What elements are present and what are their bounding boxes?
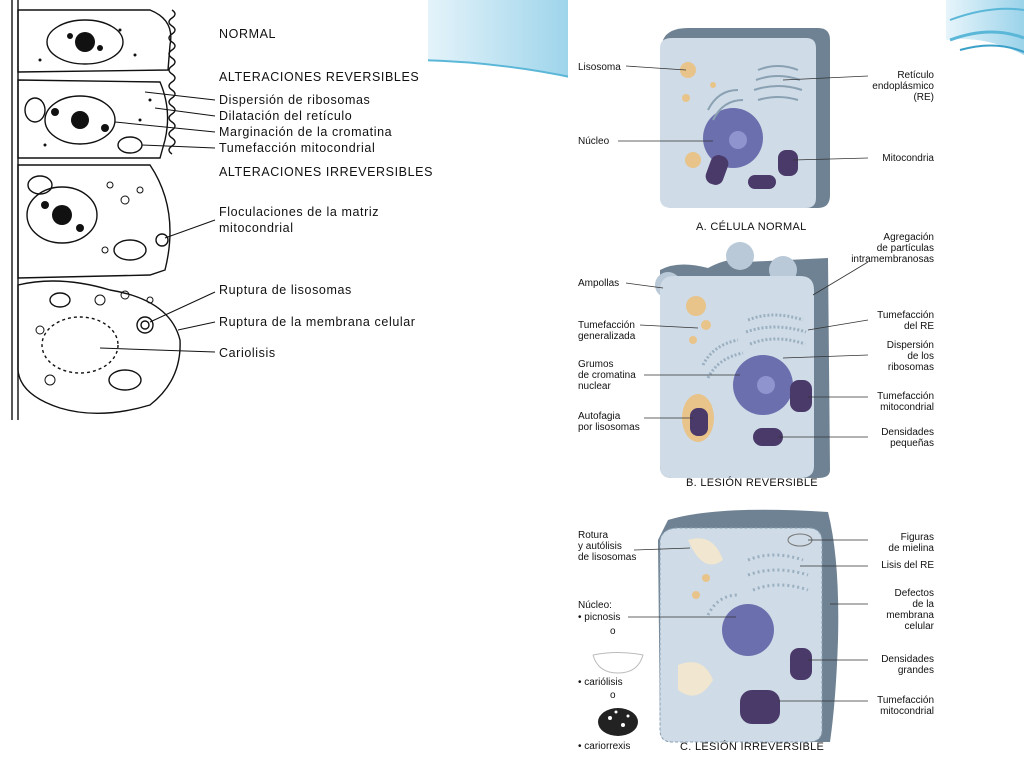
label-or-2: o — [610, 690, 616, 701]
label-mito-swelling-c-1: Tumefacción — [877, 695, 934, 706]
cell-reversible — [655, 242, 830, 478]
label-membrane-rupture: Ruptura de la membrana celular — [219, 315, 416, 329]
label-autophagy-1: Autofagia — [578, 411, 621, 422]
label-mitochondria: Mitocondria — [882, 153, 934, 164]
label-blebs: Ampollas — [578, 278, 620, 289]
label-aggregation-3: intramembranosas — [851, 254, 934, 265]
header-normal: NORMAL — [219, 27, 277, 41]
label-membrane-defects-2: de la — [912, 599, 934, 610]
label-aggregation-2: de partículas — [876, 243, 934, 254]
caption-irreversible-injury: C. LESIÓN IRREVERSIBLE — [680, 741, 825, 753]
decor-ribbon-left — [420, 0, 575, 78]
label-er-3: (RE) — [913, 92, 934, 103]
right-diagram-panel: Lisosoma Núcleo Retículo endoplásmico (R… — [568, 0, 946, 768]
cell-irreversible — [592, 509, 839, 743]
label-mito-swelling-b-2: mitocondrial — [880, 402, 934, 413]
label-karyolysis-c: • cariólisis — [578, 677, 623, 688]
label-nucleus: Núcleo — [578, 136, 610, 147]
label-mito-swelling-c-2: mitocondrial — [880, 706, 934, 717]
label-myelin-1: Figuras — [900, 532, 934, 543]
label-myelin-2: de mielina — [888, 543, 934, 554]
label-small-densities-2: pequeñas — [890, 438, 934, 449]
label-aggregation-1: Agregación — [883, 232, 934, 243]
label-lysosome-rupture: Ruptura de lisosomas — [219, 283, 352, 297]
label-or-1: o — [610, 626, 616, 637]
right-cell-drawing — [592, 28, 869, 743]
caption-reversible-injury: B. LESIÓN REVERSIBLE — [686, 477, 818, 489]
label-chromatin-clumps-3: nuclear — [578, 381, 611, 392]
label-er-lysis: Lisis del RE — [881, 560, 934, 571]
cell-normal — [660, 28, 830, 208]
header-reversible: ALTERACIONES REVERSIBLES — [219, 70, 420, 84]
label-mito-swelling-b-1: Tumefacción — [877, 391, 934, 402]
label-autophagy-2: por lisosomas — [578, 422, 640, 433]
label-membrane-defects-4: celular — [904, 621, 934, 632]
label-lysosome-rupture-3: de lisosomas — [578, 552, 637, 563]
caption-normal-cell: A. CÉLULA NORMAL — [696, 221, 807, 233]
label-ribosome-dispersion: Dispersión de ribosomas — [219, 93, 371, 107]
label-chromatin-margination: Marginación de la cromatina — [219, 125, 393, 139]
label-membrane-defects-3: membrana — [886, 610, 934, 621]
label-nucleus-c: Núcleo: — [578, 600, 612, 611]
label-chromatin-clumps-1: Grumos — [578, 359, 614, 370]
label-large-densities-1: Densidades — [881, 654, 934, 665]
label-general-swelling-1: Tumefacción — [578, 320, 635, 331]
label-er-swelling-2: del RE — [903, 321, 934, 332]
label-matrix-flocculation-2: mitocondrial — [219, 221, 294, 235]
label-general-swelling-2: generalizada — [578, 331, 636, 342]
label-karyorrhexis: • cariorrexis — [578, 741, 631, 752]
label-pyknosis: • picnosis — [578, 612, 621, 623]
label-er-1: Retículo — [897, 70, 934, 81]
label-lysosome-rupture-1: Rotura — [578, 530, 609, 541]
label-large-densities-2: grandes — [897, 665, 934, 676]
left-cell-drawing — [11, 0, 216, 420]
label-er-swelling-1: Tumefacción — [877, 310, 934, 321]
decor-ribbon-right — [945, 0, 1024, 55]
label-ribosome-dispersion-3: ribosomas — [887, 362, 934, 373]
label-ribosome-dispersion-2: de los — [907, 351, 934, 362]
left-diagram-panel: NORMAL ALTERACIONES REVERSIBLES Dispersi… — [0, 0, 432, 422]
label-karyolysis: Cariolisis — [219, 346, 276, 360]
label-chromatin-clumps-2: de cromatina — [578, 370, 636, 381]
label-ribosome-dispersion-1: Dispersión — [886, 340, 934, 351]
label-lysosome: Lisosoma — [578, 62, 621, 73]
label-membrane-defects-1: Defectos — [894, 588, 934, 599]
label-er-2: endoplásmico — [872, 81, 934, 92]
label-matrix-flocculation: Floculaciones de la matriz — [219, 205, 380, 219]
label-reticulum-dilation: Dilatación del retículo — [219, 109, 353, 123]
label-mitochondrial-swelling: Tumefacción mitocondrial — [219, 141, 376, 155]
header-irreversible: ALTERACIONES IRREVERSIBLES — [219, 165, 434, 179]
label-lysosome-rupture-2: y autólisis — [578, 541, 622, 552]
label-small-densities-1: Densidades — [881, 427, 934, 438]
